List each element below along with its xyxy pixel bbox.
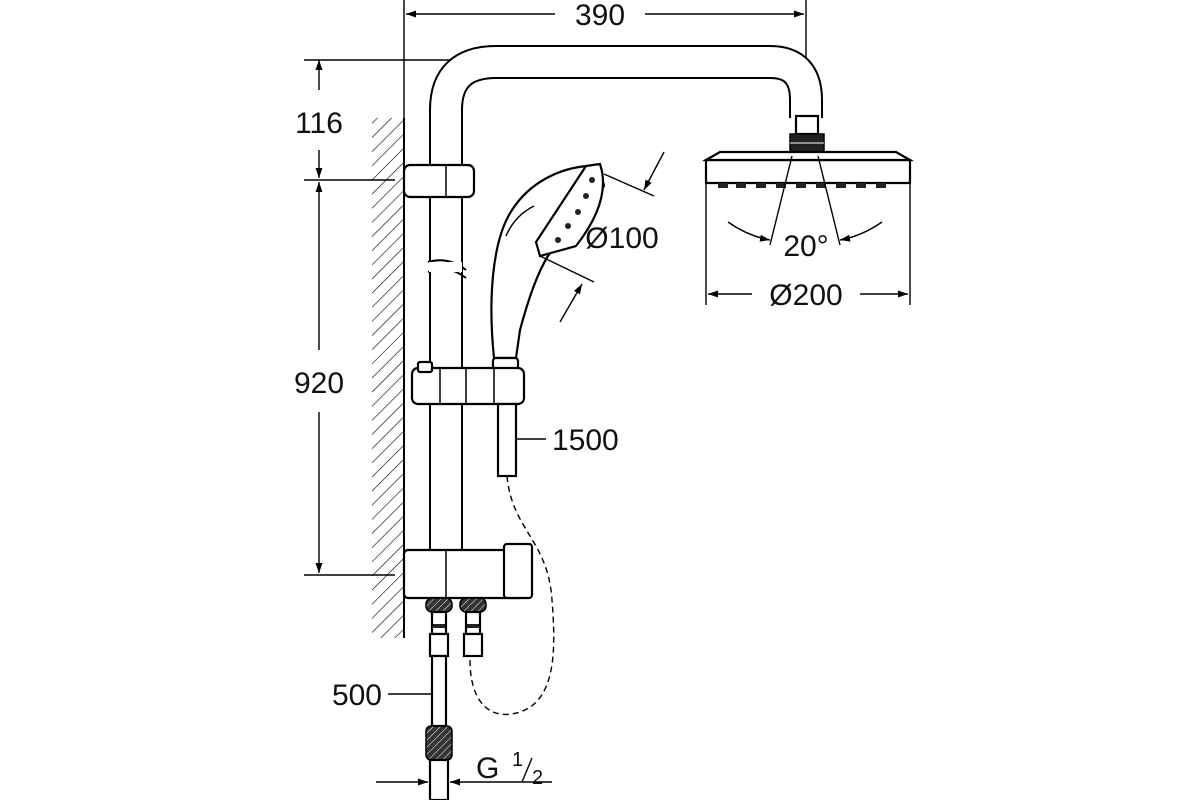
bottom-bracket bbox=[402, 542, 534, 600]
hand-shower-spray-face bbox=[555, 177, 595, 243]
arm-height-label: 116 bbox=[295, 107, 343, 140]
thread-label-main: G bbox=[476, 752, 499, 785]
top-wall-bracket bbox=[402, 163, 476, 199]
thread-label-denominator: 2 bbox=[532, 767, 543, 789]
supply-hose: 500 bbox=[332, 654, 453, 800]
wall bbox=[372, 118, 405, 638]
thread-label-numerator: 1 bbox=[512, 749, 523, 771]
handshower-diameter-dimension: Ø100 bbox=[539, 151, 665, 323]
width-dimension: 390 bbox=[403, 0, 807, 120]
connection-nuts bbox=[425, 597, 487, 658]
width-dimension-label: 390 bbox=[575, 0, 625, 32]
hand-shower bbox=[490, 162, 606, 374]
handshower-diameter-label: Ø100 bbox=[585, 222, 658, 255]
spray-angle-dimension: 20° bbox=[727, 155, 883, 263]
hose-length-label: 1500 bbox=[552, 424, 619, 457]
headshower-diameter-dimension: Ø200 bbox=[705, 183, 911, 312]
riser-pipe bbox=[427, 45, 823, 600]
head-shower-nozzles bbox=[718, 183, 886, 188]
hand-shower-slider bbox=[410, 360, 526, 406]
rail-height-label: 920 bbox=[294, 367, 344, 400]
shower-hose: 1500 bbox=[469, 402, 619, 716]
thread-dimension: G 1 2 bbox=[376, 749, 552, 789]
supply-length-label: 500 bbox=[332, 679, 382, 712]
head-shower bbox=[701, 114, 915, 188]
height-dimensions: 116 920 bbox=[294, 59, 470, 576]
spray-angle-label: 20° bbox=[783, 230, 828, 263]
headshower-diameter-label: Ø200 bbox=[769, 279, 842, 312]
